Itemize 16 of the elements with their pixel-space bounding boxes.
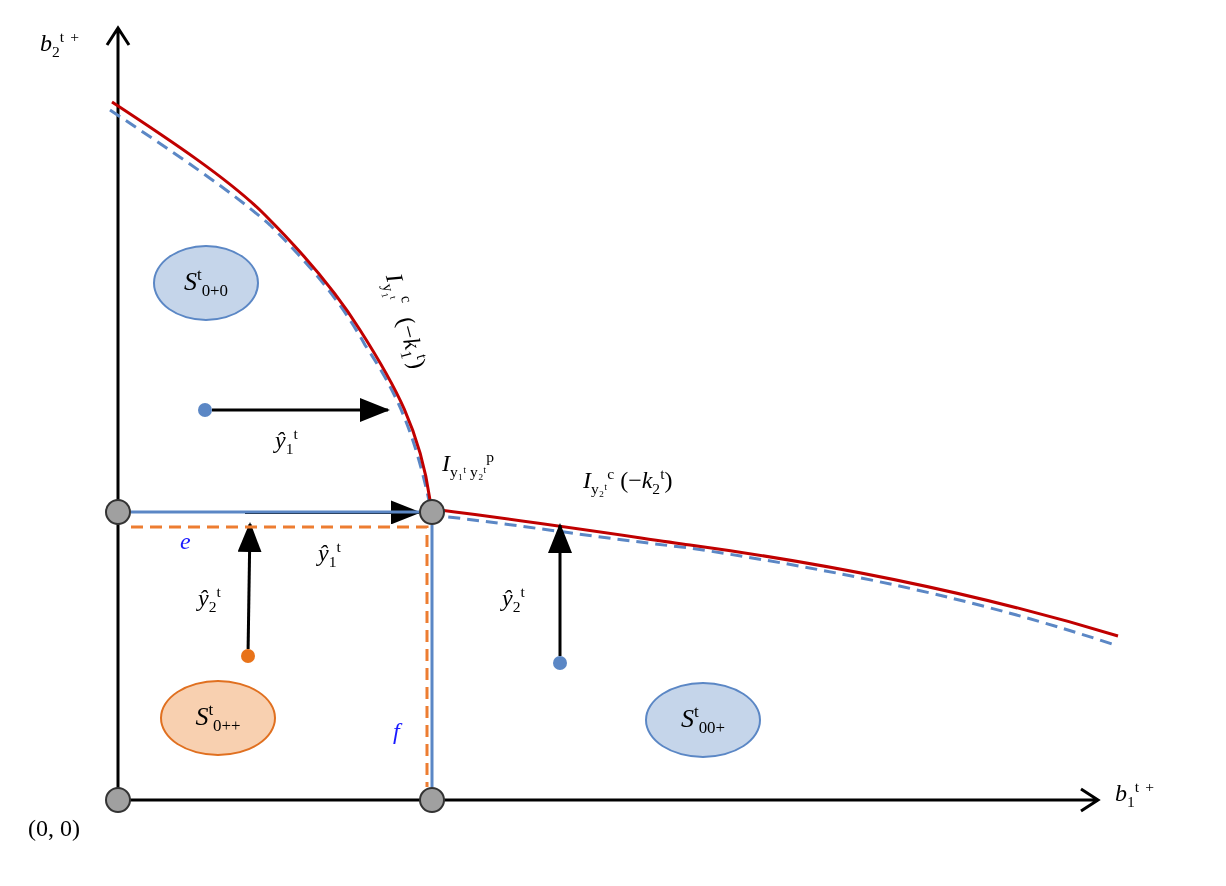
vertex-circle	[419, 499, 445, 525]
arrow	[237, 522, 262, 650]
arrow	[548, 523, 572, 656]
boundary-line	[131, 525, 429, 787]
boundary-label: e	[180, 528, 191, 555]
point-dot	[241, 649, 255, 663]
boundary-line	[131, 510, 419, 514]
arrow	[212, 398, 390, 422]
boundary-line	[430, 525, 434, 787]
point-dot	[198, 403, 212, 417]
curve-label: I$_{y₂ᵗ}$$^{c}$ (−k$_{2}$$^{t}$)	[583, 465, 673, 497]
vertex-circle	[105, 787, 131, 813]
vertex-circle	[105, 499, 131, 525]
vertex-circle	[419, 787, 445, 813]
point-dot	[553, 656, 567, 670]
origin-label: (0, 0)	[28, 815, 80, 842]
